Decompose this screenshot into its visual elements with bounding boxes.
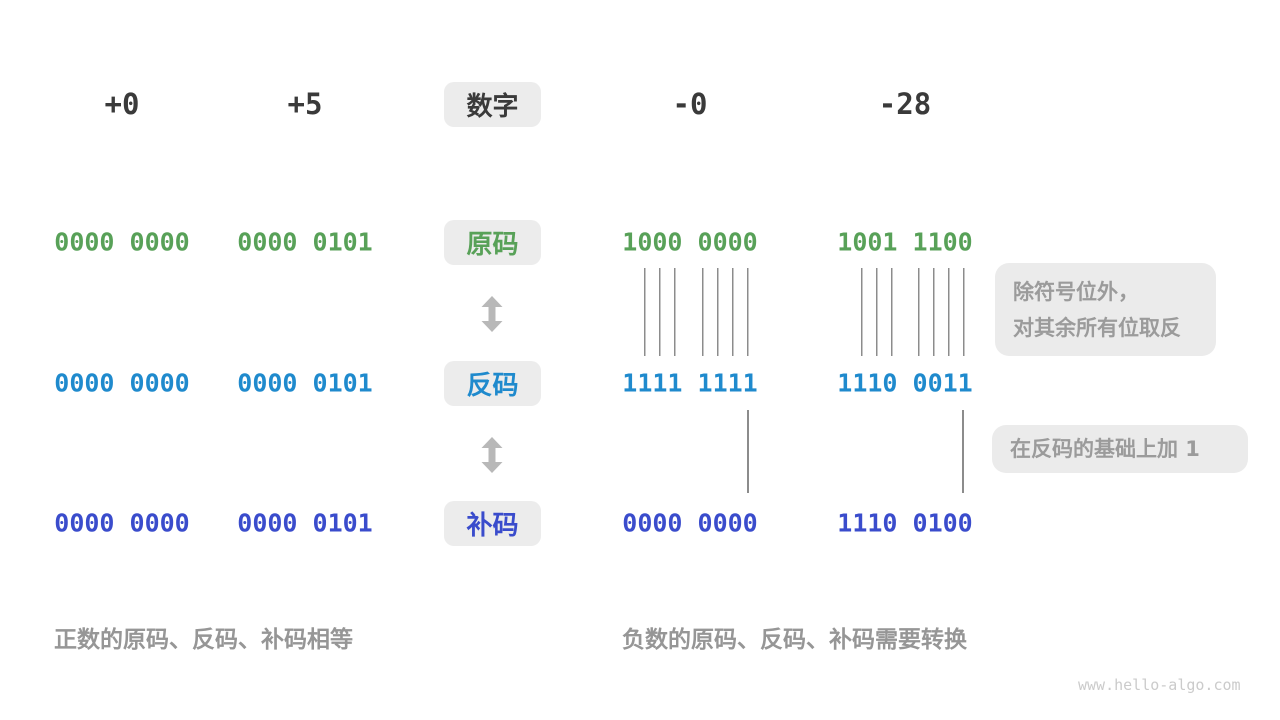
twos-complement-minus0: 0000 0000 <box>622 508 758 538</box>
twos-complement-plus0: 0000 0000 <box>54 508 190 538</box>
watermark: www.hello-algo.com <box>1078 676 1241 694</box>
sign-magnitude-plus5: 0000 0101 <box>237 227 373 257</box>
ones-complement-badge: 反码 <box>444 361 541 406</box>
ones-complement-plus5: 0000 0101 <box>237 368 373 398</box>
number-badge: 数字 <box>444 82 541 127</box>
header-value-plus5: +5 <box>287 87 323 121</box>
swap-arrow-icon <box>481 296 503 332</box>
add-one-note: 在反码的基础上加 1 <box>992 425 1248 473</box>
positive-numbers-caption: 正数的原码、反码、补码相等 <box>54 627 353 653</box>
bit-connector-lines <box>861 268 894 356</box>
add-one-connector-line <box>962 410 964 493</box>
invert-bits-note: 除符号位外， 对其余所有位取反 <box>995 263 1216 356</box>
bit-connector-lines <box>644 268 677 356</box>
sign-magnitude-plus0: 0000 0000 <box>54 227 190 257</box>
sign-magnitude-badge: 原码 <box>444 220 541 265</box>
sign-magnitude-minus0: 1000 0000 <box>622 227 758 257</box>
header-value-minus28: -28 <box>878 87 932 121</box>
invert-bits-note-line1: 除符号位外， <box>1013 279 1139 304</box>
header-value-plus0: +0 <box>104 87 140 121</box>
twos-complement-badge: 补码 <box>444 501 541 546</box>
negative-numbers-caption: 负数的原码、反码、补码需要转换 <box>622 627 967 653</box>
invert-bits-note-line2: 对其余所有位取反 <box>1013 315 1181 340</box>
add-one-connector-line <box>747 410 749 493</box>
twos-complement-minus28: 1110 0100 <box>837 508 973 538</box>
ones-complement-minus28: 1110 0011 <box>837 368 973 398</box>
bit-connector-lines <box>918 268 965 356</box>
ones-complement-minus0: 1111 1111 <box>622 368 758 398</box>
add-one-note-text: 在反码的基础上加 1 <box>1010 437 1200 461</box>
header-value-minus0: -0 <box>672 87 708 121</box>
sign-magnitude-minus28: 1001 1100 <box>837 227 973 257</box>
bit-connector-lines <box>702 268 749 356</box>
ones-complement-plus0: 0000 0000 <box>54 368 190 398</box>
swap-arrow-icon <box>481 437 503 473</box>
twos-complement-plus5: 0000 0101 <box>237 508 373 538</box>
